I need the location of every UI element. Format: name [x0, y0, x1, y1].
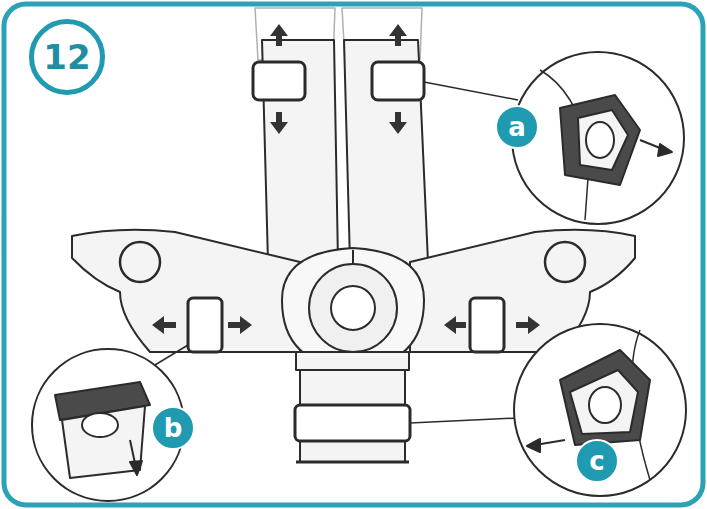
callout-letter: c: [575, 439, 619, 483]
callout-letter-text: a: [508, 114, 526, 140]
step-number-text: 12: [43, 40, 90, 74]
callout-letter: b: [151, 406, 195, 450]
callout-letter: a: [495, 105, 539, 149]
step-number: 12: [29, 19, 105, 95]
frame: [4, 4, 703, 505]
callout-letter-text: c: [589, 448, 604, 474]
callout-letter-text: b: [164, 415, 183, 441]
